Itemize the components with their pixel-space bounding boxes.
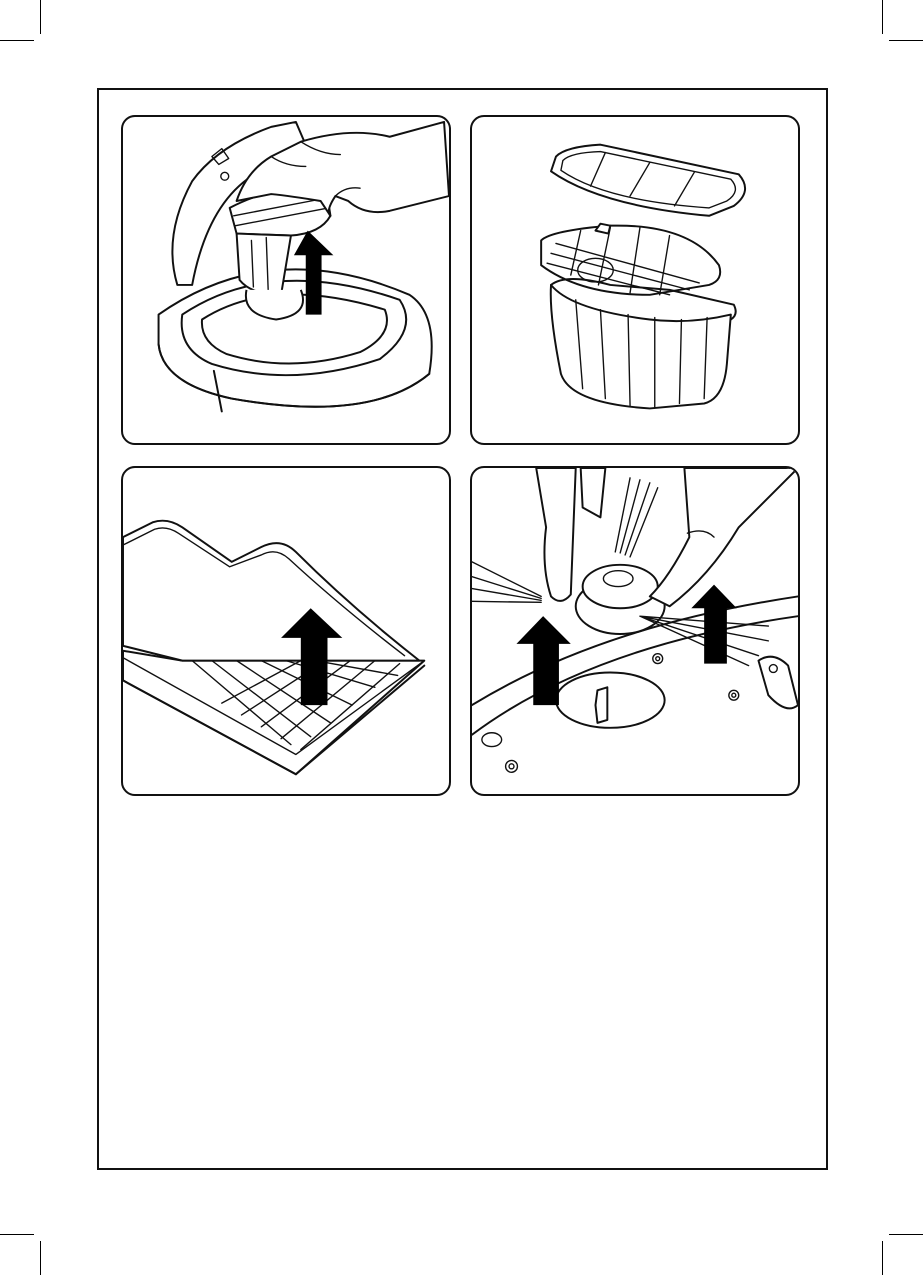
illustration-remove-side-brush bbox=[470, 466, 800, 796]
crop-mark bbox=[882, 1241, 883, 1275]
crop-mark bbox=[0, 1234, 34, 1235]
crop-mark bbox=[40, 1241, 41, 1275]
up-arrow-icon bbox=[691, 585, 736, 664]
filter-and-dustbin-icon bbox=[472, 117, 798, 443]
robot-vacuum-dustbin-removal-icon bbox=[123, 117, 449, 443]
crop-mark bbox=[0, 40, 34, 41]
crop-mark bbox=[889, 40, 923, 41]
crop-mark bbox=[40, 0, 41, 34]
filter-sheet-peel-icon bbox=[123, 468, 449, 794]
crop-mark bbox=[882, 0, 883, 34]
crop-mark bbox=[889, 1234, 923, 1235]
illustration-dustbin-filter-parts bbox=[470, 115, 800, 445]
side-brush-removal-icon bbox=[472, 468, 798, 794]
illustration-remove-dust-container bbox=[121, 115, 451, 445]
illustration-peel-filter-sheet bbox=[121, 466, 451, 796]
